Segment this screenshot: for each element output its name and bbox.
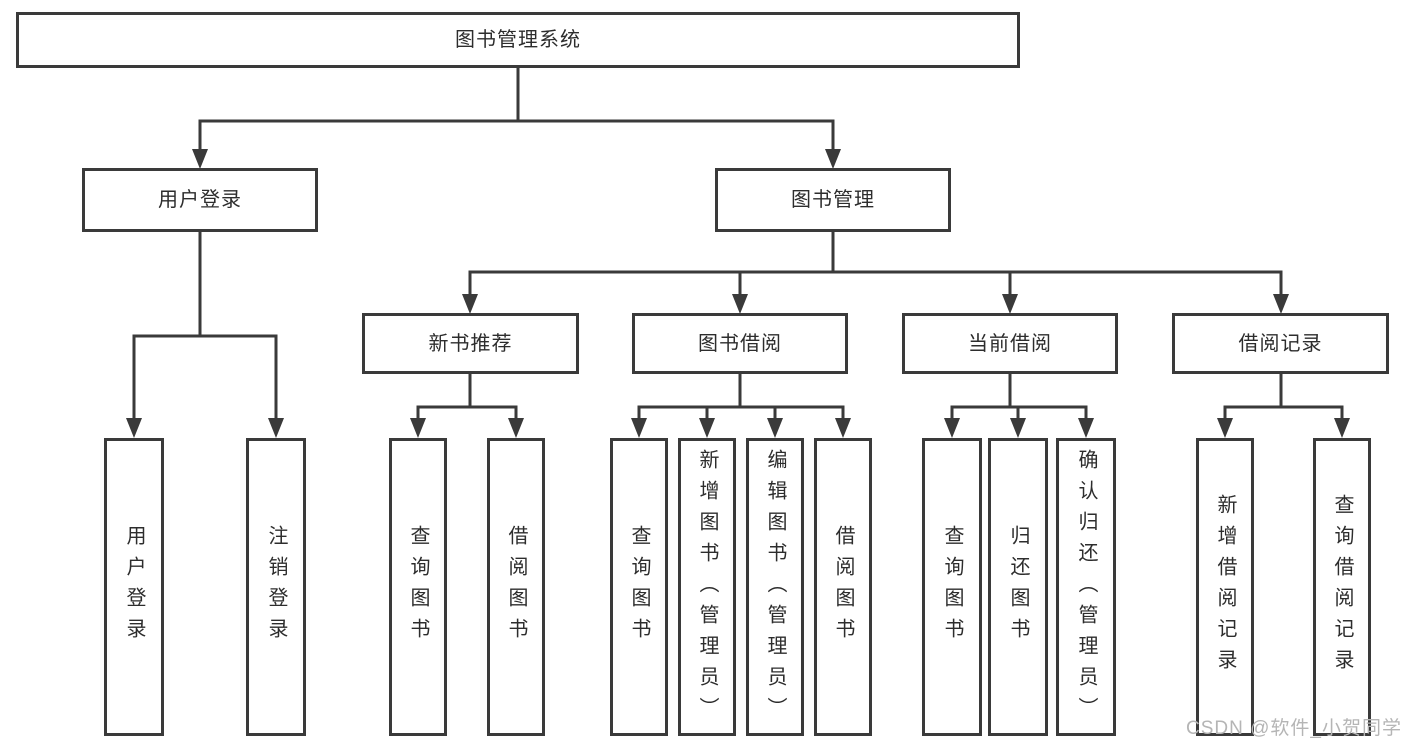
node-user-login: 用户登录: [82, 168, 318, 232]
node-borrowing-records: 借阅记录: [1172, 313, 1389, 374]
connector-borrow-records-children: [1217, 372, 1350, 438]
connector-current-borrow-children: [944, 372, 1094, 438]
csdn-watermark: CSDN @软件_小贺同学: [1186, 718, 1402, 739]
leaf-return-books: 归还图书: [988, 438, 1048, 736]
leaf-borrow-books-rec: 借阅图书: [487, 438, 545, 736]
connector-root-to-level2: [192, 66, 841, 169]
leaf-logout: 注销登录: [246, 438, 306, 736]
leaf-edit-books-admin: 编辑图书（管理员）: [746, 438, 804, 736]
connector-user-login-children: [126, 230, 284, 438]
leaf-query-books-borrow: 查询图书: [610, 438, 668, 736]
leaf-add-books-admin: 新增图书（管理员）: [678, 438, 736, 736]
leaf-user-login: 用户登录: [104, 438, 164, 736]
leaf-add-borrow-record: 新增借阅记录: [1196, 438, 1254, 736]
leaf-query-books-current: 查询图书: [922, 438, 982, 736]
node-book-management: 图书管理: [715, 168, 951, 232]
node-book-borrowing: 图书借阅: [632, 313, 848, 374]
leaf-borrow-books: 借阅图书: [814, 438, 872, 736]
leaf-query-books-rec: 查询图书: [389, 438, 447, 736]
node-library-management-system: 图书管理系统: [16, 12, 1020, 68]
connector-book-management-children: [462, 230, 1289, 314]
node-current-borrowing: 当前借阅: [902, 313, 1118, 374]
connector-new-book-rec-children: [410, 372, 524, 438]
leaf-confirm-return-admin: 确认归还（管理员）: [1056, 438, 1116, 736]
leaf-query-borrow-record: 查询借阅记录: [1313, 438, 1371, 736]
node-new-book-recommendation: 新书推荐: [362, 313, 579, 374]
connector-book-borrow-children: [631, 372, 851, 438]
